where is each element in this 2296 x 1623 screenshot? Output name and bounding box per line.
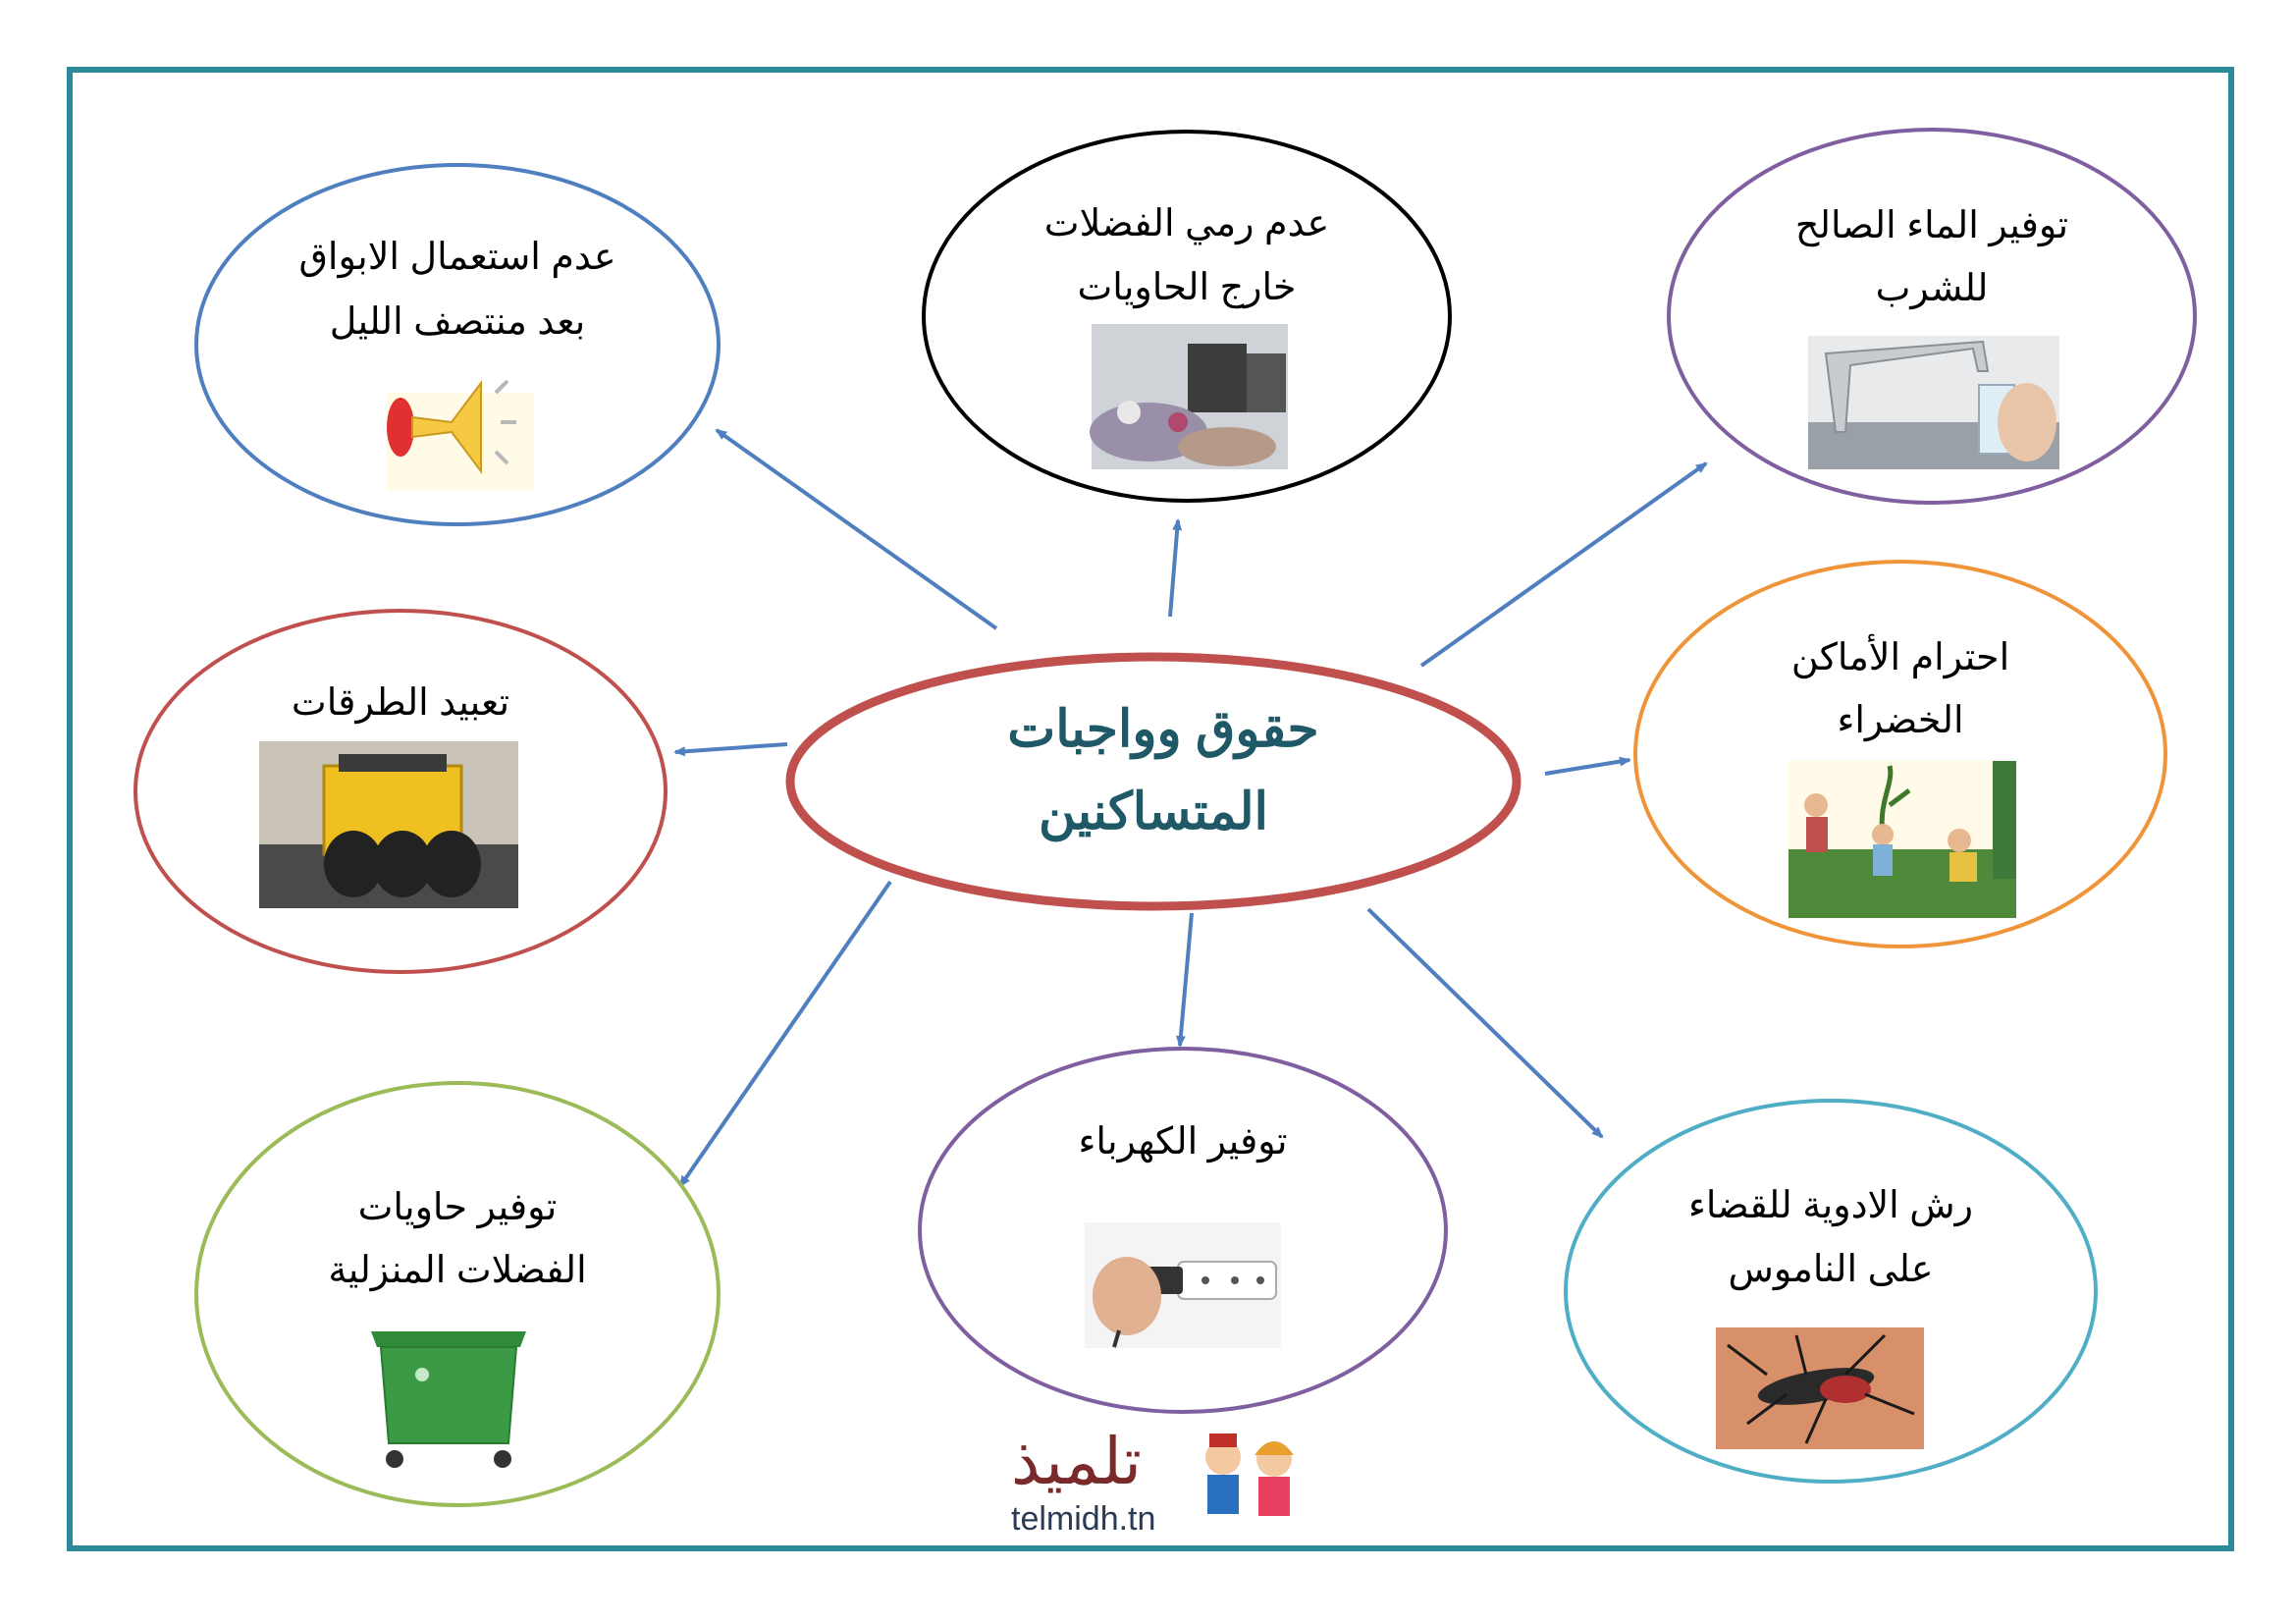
water-tap-icon (1808, 336, 2059, 469)
center-ellipse (785, 652, 1522, 911)
arrow-to-electricity (1175, 912, 1194, 1048)
horn-icon (387, 379, 534, 491)
node-water: توفير الماء الصالح للشرب (1667, 128, 2197, 505)
node-horns: عدم استعمال الابواق بعد منتصف الليل (194, 163, 721, 526)
node-horns-line2: بعد منتصف الليل (330, 301, 586, 343)
garbage-pile-icon (1090, 324, 1288, 469)
node-bins-line2: الفضلات المنزلية (328, 1250, 586, 1292)
node-water-line1: توفير الماء الصالح (1795, 205, 2068, 247)
node-green-line2: الخضراء (1837, 700, 1963, 742)
node-mosquito-line1: رش الادوية للقضاء (1688, 1185, 1973, 1227)
logo-site-url: telmidh.tn (1011, 1500, 1156, 1538)
power-plug-icon (1085, 1222, 1281, 1348)
node-waste-line1: عدم رمي الفضلات (1044, 203, 1329, 245)
node-green-line1: احترام الأماكن (1791, 633, 2009, 679)
arrow-to-roads (673, 742, 788, 757)
road-roller-icon (259, 741, 518, 908)
arrow-to-green (1544, 756, 1631, 776)
node-mosquito: رش الادوية للقضاء على الناموس (1564, 1099, 2098, 1484)
node-water-line2: للشرب (1876, 268, 1989, 310)
node-roads-line1: تعبيد الطرقات (292, 682, 509, 725)
telmidh-logo: تلميذ telmidh.tn (1001, 1424, 1315, 1542)
center-node: حقوق وواجبات المتساكنين (785, 652, 1522, 911)
node-mosquito-line2: على الناموس (1728, 1249, 1933, 1291)
arrow-to-horns (715, 428, 998, 630)
center-title-line2: المتساكنين (1039, 784, 1268, 842)
node-electricity: توفير الكهرباء (918, 1047, 1448, 1414)
node-waste-line2: خارج الحاويات (1077, 267, 1296, 309)
node-waste: عدم رمي الفضلات خارج الحاويات (922, 130, 1452, 503)
arrow-to-water (1419, 461, 1708, 668)
center-title-line1: حقوق وواجبات (1007, 701, 1318, 760)
node-bins: توفير حاويات الفضلات المنزلية (194, 1081, 721, 1507)
mosquito-icon (1716, 1327, 1924, 1449)
node-electricity-line1: توفير الكهرباء (1079, 1121, 1288, 1163)
arrows (673, 428, 1708, 1188)
node-bins-line1: توفير حاويات (358, 1187, 558, 1229)
node-green: احترام الأماكن الخضراء (1633, 560, 2167, 948)
logo-children-icon (1205, 1434, 1294, 1516)
arrow-to-waste (1168, 518, 1183, 618)
arrow-to-bins (678, 880, 892, 1188)
node-roads: تعبيد الطرقات (133, 609, 667, 974)
green-bin-icon (371, 1331, 526, 1468)
garden-icon (1789, 761, 2016, 918)
page-frame (67, 67, 2234, 1551)
logo-arabic-wordmark: تلميذ (1011, 1424, 1142, 1499)
node-horns-line1: عدم استعمال الابواق (298, 237, 615, 279)
arrow-to-mosquito (1366, 907, 1604, 1139)
